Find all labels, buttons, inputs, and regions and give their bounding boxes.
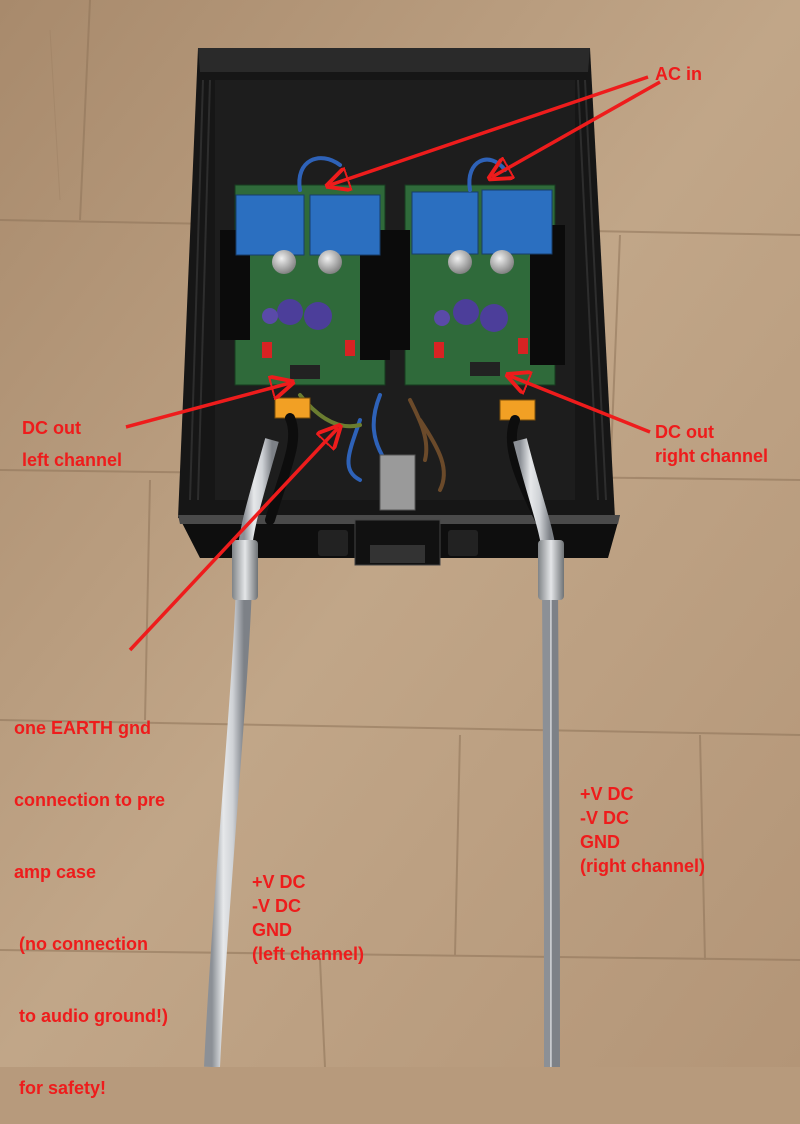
label-earth-ground: one EARTH gnd connection to pre amp case…: [14, 718, 168, 1098]
right-regulator-board: [385, 184, 565, 386]
label-cable-right: +V DC -V DC GND (right channel): [580, 784, 705, 876]
right-dc-cable: [513, 438, 564, 1067]
label-ac-in: AC in: [655, 64, 702, 84]
arrow-ac-in-left: [330, 75, 649, 185]
left-dc-cable: [204, 438, 279, 1067]
arrow-earth: [128, 428, 338, 652]
label-dc-out-left: DC out left channel: [22, 418, 123, 470]
arrow-dc-out-right: [510, 376, 651, 434]
label-cable-left: +V DC -V DC GND (left channel): [252, 872, 365, 964]
photo-scene: [0, 0, 800, 1067]
annotation-arrows: [125, 75, 661, 652]
arrow-ac-in-right: [492, 80, 661, 177]
arrow-dc-out-left: [125, 383, 290, 429]
label-dc-out-right: DC out right channel: [655, 422, 769, 466]
rear-panel: [318, 519, 478, 566]
left-regulator-board: [220, 184, 390, 386]
